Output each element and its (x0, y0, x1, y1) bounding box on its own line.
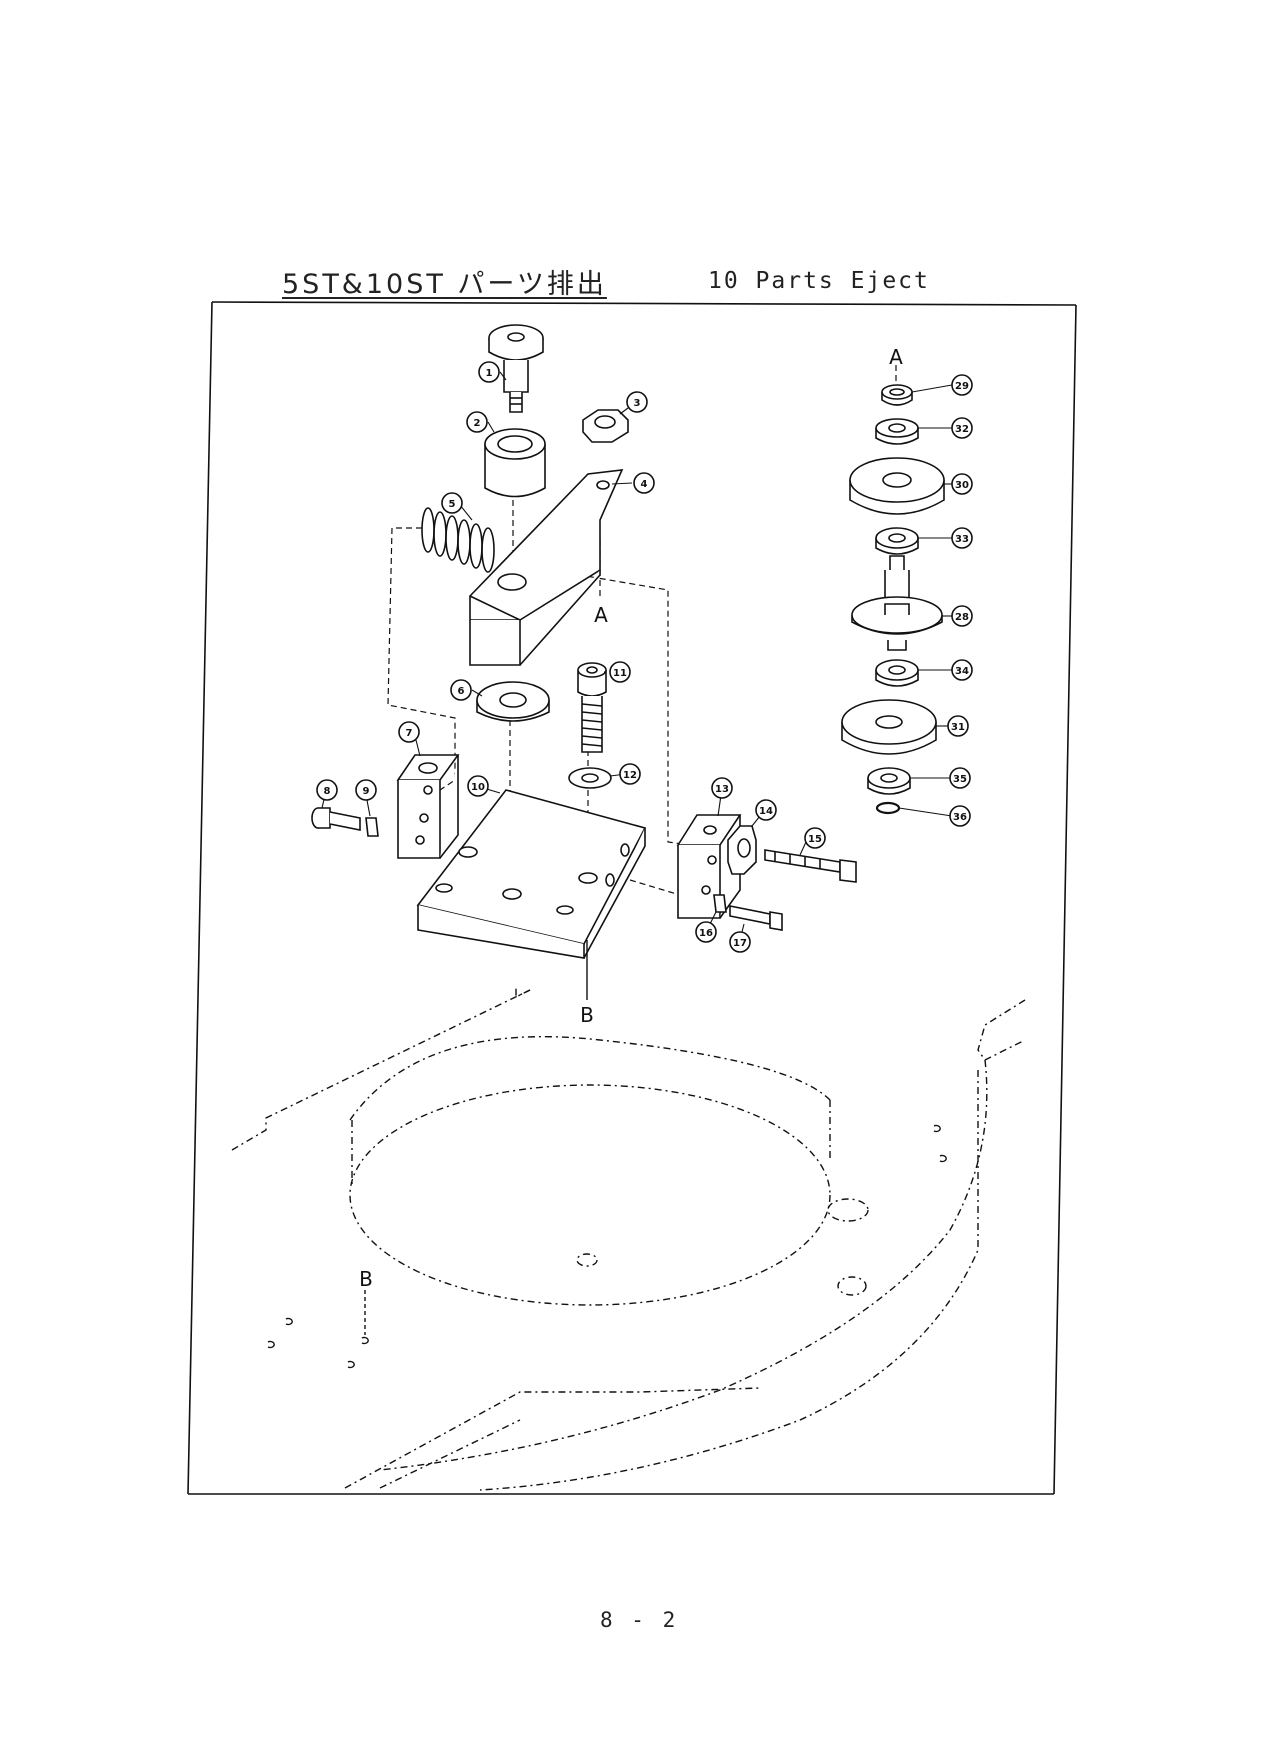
machine-base-outline (232, 985, 1025, 1490)
reference-label-b-block: B (580, 1003, 594, 1027)
callout-label: 4 (641, 479, 648, 490)
part-30-roller (850, 458, 944, 514)
part-29-cap (882, 385, 912, 405)
callout-label: 5 (449, 499, 456, 510)
callout-label: 11 (613, 668, 627, 679)
callout-label: 9 (363, 786, 370, 797)
part-16-small-nut (714, 895, 726, 912)
callout-label: 32 (955, 424, 969, 435)
callout-numbers: 1 2 3 4 5 6 7 8 9 10 11 12 13 14 15 16 1… (324, 368, 969, 949)
part-9-washer-small (366, 818, 378, 836)
callout-label: 6 (458, 686, 465, 697)
callout-label: 12 (623, 770, 637, 781)
callout-label: 14 (759, 806, 773, 817)
part-35-bearing (868, 768, 910, 794)
part-14-hex-nut (728, 826, 756, 874)
part-32-bearing (876, 419, 918, 444)
reference-label-a-top: A (889, 345, 903, 369)
part-7-left-bracket (398, 755, 458, 858)
callout-label: 28 (955, 612, 969, 623)
callout-label: 1 (486, 368, 493, 379)
callout-label: 34 (955, 666, 969, 677)
callout-label: 10 (471, 782, 485, 793)
callout-label: 7 (406, 728, 413, 739)
part-17-screw (730, 906, 782, 930)
callout-label: 36 (953, 812, 967, 823)
callout-label: 30 (955, 480, 969, 491)
base-mounting-holes (268, 940, 946, 1368)
callout-circles (317, 362, 972, 952)
part-6-washer (477, 682, 549, 721)
callout-label: 31 (951, 722, 965, 733)
part-3-hex-nut (583, 410, 628, 442)
callout-label: 17 (733, 938, 747, 949)
callout-label: 33 (955, 534, 969, 545)
callout-label: 2 (474, 418, 481, 429)
page-number: 8 - 2 (600, 1608, 678, 1632)
callout-label: 15 (808, 834, 822, 845)
part-15-long-screw (765, 850, 856, 882)
part-31-roller (842, 700, 936, 754)
part-33-bearing (876, 528, 918, 554)
callout-label: 8 (324, 786, 331, 797)
callout-label: 3 (634, 398, 641, 409)
part-28-shaft (852, 556, 942, 650)
reference-label-a-arm: A (594, 603, 608, 627)
part-36-retaining-ring (877, 803, 899, 813)
part-8-screw (312, 808, 360, 830)
callout-label: 16 (699, 928, 713, 939)
callout-label: 13 (715, 784, 729, 795)
callout-label: 29 (955, 381, 969, 392)
reference-label-b-base: B (359, 1267, 373, 1291)
part-34-bearing (876, 660, 918, 686)
part-12-spring-washer (569, 768, 611, 788)
callout-label: 35 (953, 774, 967, 785)
assembly-guide-lines (388, 365, 896, 900)
part-4-eject-arm (470, 470, 622, 665)
part-2-bushing (485, 429, 545, 497)
part-11-cap-screw (578, 663, 606, 752)
part-5-spring (422, 508, 494, 572)
